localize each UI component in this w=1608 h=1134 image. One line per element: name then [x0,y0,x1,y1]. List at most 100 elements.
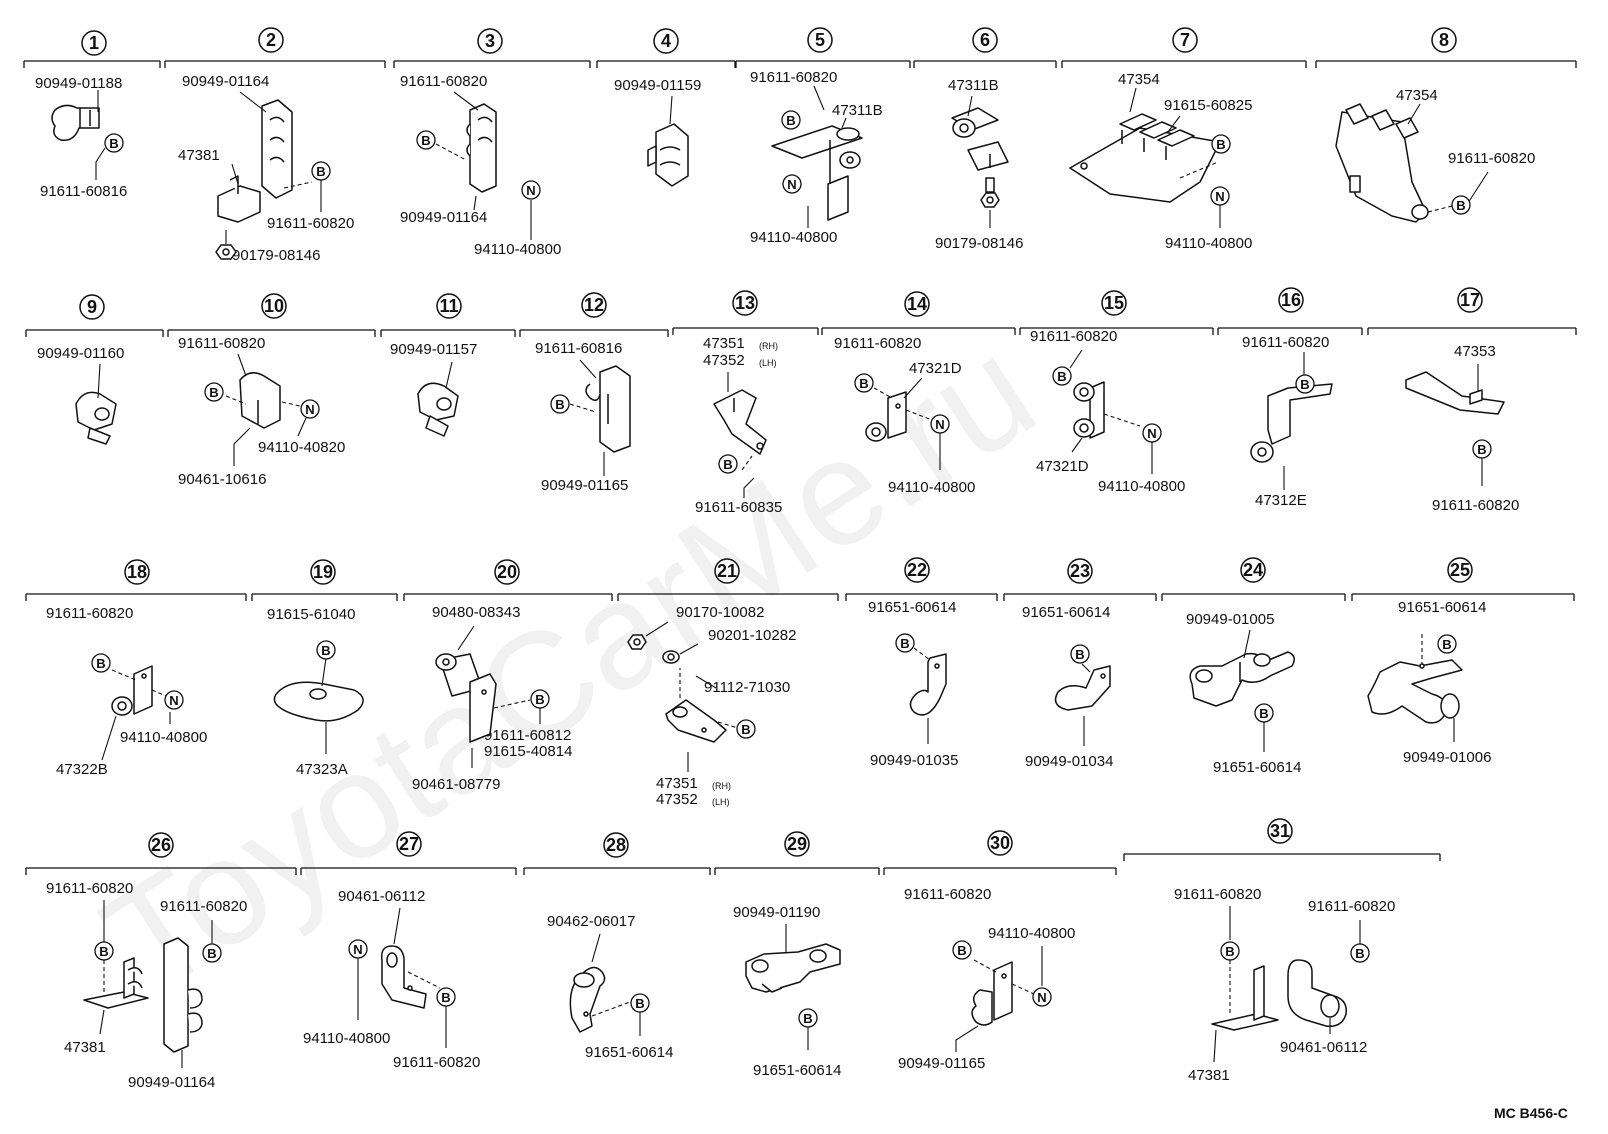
part-label: 91611-60820 [400,73,487,90]
group-21-bracket [617,593,839,601]
group-3: 3 91611-60820 90949-01164 94110-40800 B … [393,28,591,258]
group-1: 1 90949-01188 91611-60816 B [23,30,161,200]
bolt-marker-b: B [803,1011,812,1026]
part-label-rh: (RH) [712,781,731,791]
bracket-clamp-drawing [1211,906,1361,1063]
part-label: 90949-01005 [1186,611,1274,628]
bolt-marker-b: B [786,113,795,128]
part-label: 90949-01160 [37,345,124,362]
group-11-bracket [380,329,516,337]
group-15-bracket [1019,327,1214,335]
part-label: 94110-40800 [303,1030,390,1047]
group-27-bracket [300,867,517,875]
part-label: 90462-06017 [547,913,635,930]
bolt-marker-b: B [316,164,325,179]
bolt-marker-b: B [99,944,108,959]
bolt-marker-b: B [1355,946,1364,961]
part-label: 91611-60820 [178,335,265,352]
part-label: 91651-60614 [753,1062,841,1079]
bolt-marker-b: B [1442,637,1451,652]
cable-clamp-drawing [215,91,313,260]
group-27: 27 90461-06112 94110-40800 91611-60820 N… [300,831,517,1071]
part-label: 90949-01188 [35,75,122,92]
part-label: 91651-60614 [1022,604,1110,621]
part-label: 90949-01157 [390,341,477,358]
part-label: 91615-61040 [267,606,355,623]
part-label: 90170-10082 [676,604,764,621]
part-label: 90461-08779 [412,776,500,793]
group-5: 5 91611-60820 47311B 94110-40800 B N [735,27,911,246]
part-label: 91611-60820 [267,215,354,232]
group-5-bracket [735,60,911,68]
part-label: 47312E [1255,492,1307,509]
group-6: 6 47311B 90179-08146 [913,27,1057,252]
group-11: 11 90949-01157 [380,293,516,437]
double-clamp-drawing [1189,629,1295,752]
nut-marker-n: N [305,402,314,417]
part-label: 47322B [56,761,108,778]
bolt-marker-b: B [1216,137,1225,152]
part-label: 90949-01165 [541,477,628,494]
part-label: 91611-60820 [393,1054,480,1071]
cable-clamp-drawing [435,91,532,240]
callout-6: 6 [980,30,990,50]
part-label: 91611-60820 [750,69,837,86]
nut-marker-n: N [787,177,796,192]
part-label: 94110-40800 [988,925,1075,942]
callout-30: 30 [990,833,1010,853]
part-label: 91611-60820 [46,880,133,897]
callout-11: 11 [439,296,458,316]
group-25: 25 91651-60614 90949-01006 B [1351,557,1575,766]
callout-7: 7 [1180,30,1190,50]
group-13-bracket [672,327,819,335]
part-label-lh: (LH) [712,797,730,807]
group-20: 20 90480-08343 91611-60812 91615-40814 9… [403,559,613,793]
nut-marker-n: N [1147,426,1156,441]
group-28-bracket [523,867,711,875]
bracket-drawing [627,621,739,772]
group-10-bracket [167,329,376,337]
group-1-bracket [23,60,161,68]
part-label: 90949-01034 [1025,753,1113,770]
bracket-drawing [435,625,531,768]
part-label: 91112-71030 [704,679,790,696]
part-label: 91611-60835 [695,499,782,516]
group-24-bracket [1161,593,1346,601]
nut-marker-n: N [353,942,362,957]
part-label: 90949-01164 [182,73,269,90]
cable-clamp-drawing [955,946,1043,1052]
part-label: 47311B [948,77,999,94]
group-19-bracket [251,593,398,601]
cable-clamp-drawing [51,90,100,141]
nut-marker-n: N [526,183,535,198]
group-30-bracket [883,867,1117,875]
group-7-bracket [1061,60,1307,68]
part-label: 94110-40800 [120,729,207,746]
bolt-marker-b: B [723,457,732,472]
clamp-drawing [647,95,689,187]
group-25-bracket [1351,593,1575,601]
part-label: 47321D [1036,458,1089,475]
nut-marker-n: N [1037,990,1046,1005]
group-18-bracket [25,593,247,601]
bolt-marker-b: B [96,656,105,671]
bracket-drawing [101,665,171,761]
nut-marker-n: N [935,417,944,432]
callout-12: 12 [584,295,604,315]
part-label: 47354 [1118,71,1160,88]
part-label: 90461-10616 [178,471,266,488]
part-label: 47381 [178,147,220,164]
part-label: 91611-60820 [904,886,991,903]
callout-31: 31 [1270,821,1290,841]
callout-17: 17 [1460,290,1480,310]
double-clamp-drawing [745,924,841,1050]
bolt-marker-b: B [555,397,564,412]
clamp-drawing [417,361,459,437]
bracket-drawing [771,85,863,228]
group-12: 12 91611-60816 90949-01165 B [519,292,669,494]
group-13: 13 47351 (RH) 47352 (LH) 91611-60835 B [672,290,819,516]
group-4-bracket [596,60,736,68]
drawing-code: MC B456-C [1494,1105,1568,1121]
part-label-rh: (RH) [759,341,778,351]
part-label: 90480-08343 [432,604,520,621]
